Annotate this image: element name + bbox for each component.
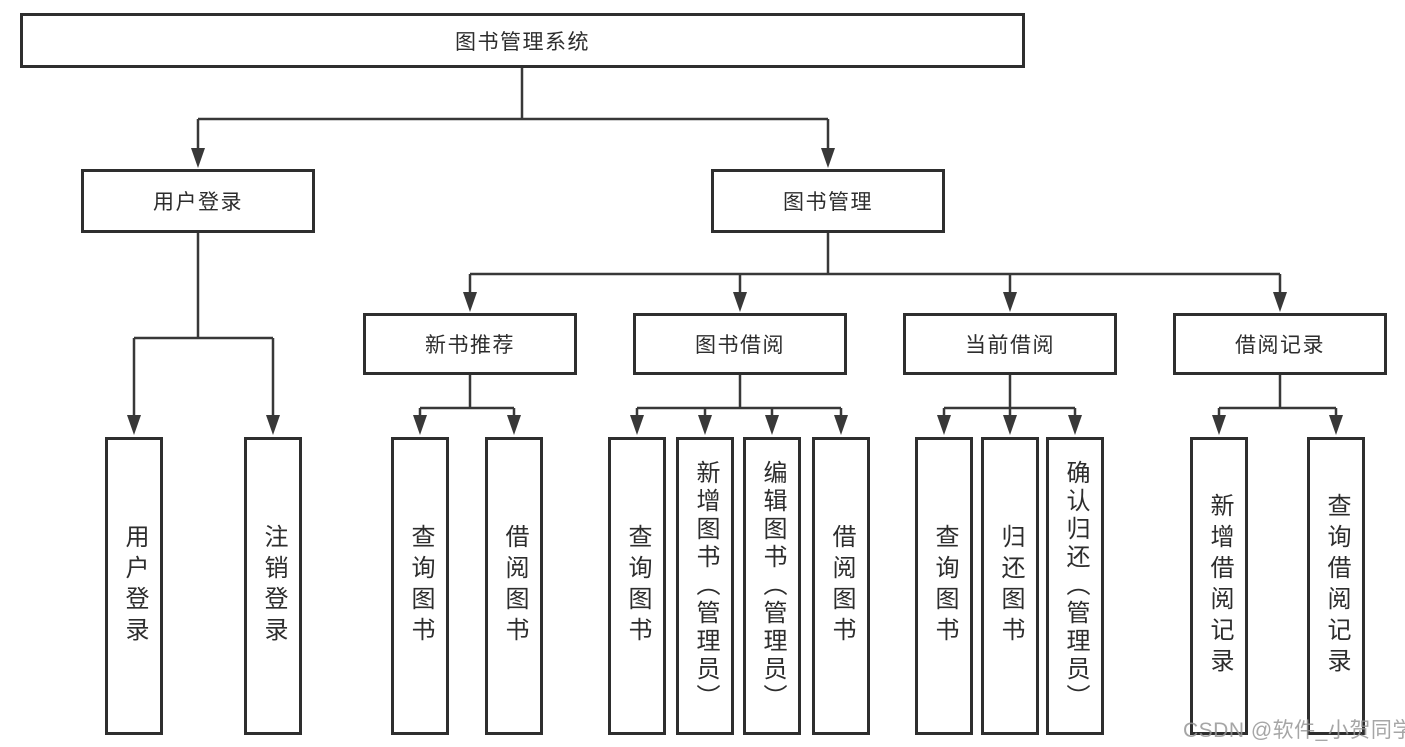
node-user-login: 用户登录 (81, 169, 315, 233)
node-label: 查询图书 (407, 524, 434, 648)
node-label: 借阅图书 (501, 524, 528, 648)
node-label: 查询借阅记录 (1323, 493, 1350, 679)
node-label: 归还图书 (997, 524, 1024, 648)
node-book-management: 图书管理 (711, 169, 945, 233)
leaf-query-books: 查询图书 (915, 437, 973, 735)
node-label: 查询图书 (624, 524, 651, 648)
node-label: 确认归还（管理员） (1062, 460, 1089, 712)
leaf-add-books-admin: 新增图书（管理员） (676, 437, 734, 735)
leaf-logout: 注销登录 (244, 437, 302, 735)
leaf-borrow-books: 借阅图书 (812, 437, 870, 735)
node-label: 用户登录 (153, 191, 243, 214)
node-book-borrowing: 图书借阅 (633, 313, 847, 375)
node-current-borrowing: 当前借阅 (903, 313, 1117, 375)
leaf-return-books: 归还图书 (981, 437, 1039, 735)
node-library-management-system: 图书管理系统 (20, 13, 1025, 68)
node-label: 当前借阅 (965, 334, 1055, 357)
leaf-add-borrow-record: 新增借阅记录 (1190, 437, 1248, 735)
node-new-book-recommend: 新书推荐 (363, 313, 577, 375)
node-label: 借阅图书 (828, 524, 855, 648)
node-label: 新增借阅记录 (1206, 493, 1233, 679)
node-label: 用户登录 (121, 524, 148, 648)
leaf-edit-books-admin: 编辑图书（管理员） (743, 437, 801, 735)
node-label: 注销登录 (260, 524, 287, 648)
node-label: 借阅记录 (1235, 334, 1325, 357)
watermark-text: CSDN @软件_小贺同学 (1183, 719, 1405, 742)
node-borrowing-records: 借阅记录 (1173, 313, 1387, 375)
arrowhead-group (127, 148, 1343, 435)
node-label: 编辑图书（管理员） (759, 460, 786, 712)
leaf-borrow-books: 借阅图书 (485, 437, 543, 735)
leaf-confirm-return-admin: 确认归还（管理员） (1046, 437, 1104, 735)
leaf-query-books: 查询图书 (391, 437, 449, 735)
node-label: 图书管理系统 (455, 30, 590, 54)
leaf-query-books: 查询图书 (608, 437, 666, 735)
node-label: 新书推荐 (425, 334, 515, 357)
node-label: 图书借阅 (695, 334, 785, 357)
node-label: 图书管理 (783, 191, 873, 214)
node-label: 新增图书（管理员） (692, 460, 719, 712)
node-label: 查询图书 (931, 524, 958, 648)
leaf-query-borrow-record: 查询借阅记录 (1307, 437, 1365, 735)
leaf-user-login: 用户登录 (105, 437, 163, 735)
